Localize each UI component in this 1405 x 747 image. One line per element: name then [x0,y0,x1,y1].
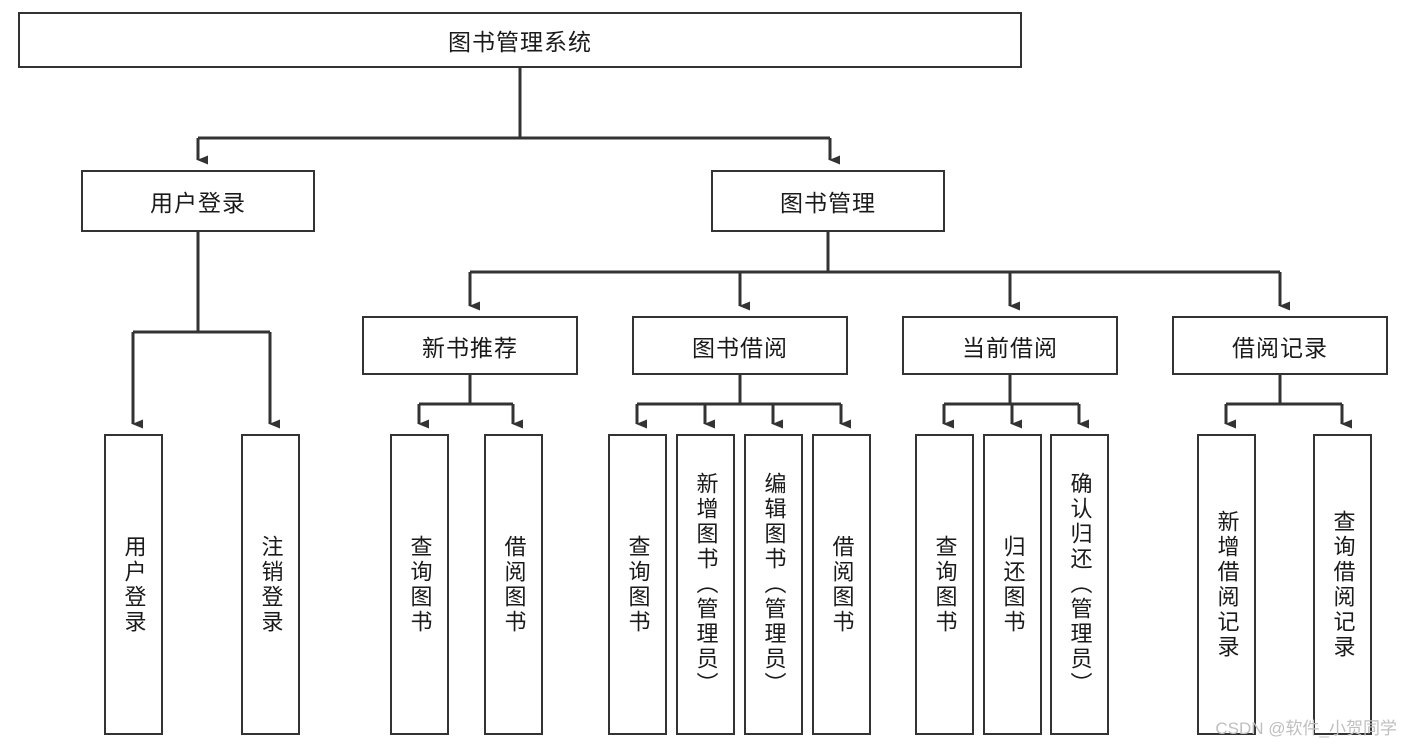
node-borrow-record-label: 借阅记录 [1232,334,1328,361]
node-book-management[interactable]: 图书管理 [711,170,945,232]
node-leaf-return-book[interactable]: 归还图书 [983,434,1042,735]
node-leaf-borrow-book-recommend[interactable]: 借阅图书 [484,434,543,735]
node-leaf-add-borrow-record-label: 新增借阅记录 [1214,509,1240,660]
node-user-login-label: 用户登录 [150,190,246,216]
node-leaf-add-borrow-record[interactable]: 新增借阅记录 [1197,434,1256,735]
node-book-borrow[interactable]: 图书借阅 [632,316,848,375]
node-current-borrow[interactable]: 当前借阅 [902,316,1118,375]
node-leaf-edit-book-admin-label: 编辑图书（管理员） [761,472,787,697]
node-new-book-recommend-label: 新书推荐 [422,334,518,361]
node-book-management-label: 图书管理 [780,190,876,216]
node-leaf-confirm-return-admin[interactable]: 确认归还（管理员） [1050,434,1109,735]
node-leaf-add-book-admin[interactable]: 新增图书（管理员） [676,434,735,735]
node-leaf-query-book-current[interactable]: 查询图书 [915,434,974,735]
node-current-borrow-label: 当前借阅 [962,334,1058,361]
node-leaf-borrow-book-label: 借阅图书 [829,534,855,635]
node-root-label: 图书管理系统 [448,29,592,55]
node-leaf-query-book-label: 查询图书 [625,534,651,635]
node-leaf-user-logout-label: 注销登录 [258,534,284,635]
node-leaf-query-borrow-record-label: 查询借阅记录 [1330,509,1356,660]
node-leaf-query-book[interactable]: 查询图书 [608,434,667,735]
node-leaf-borrow-book-recommend-label: 借阅图书 [501,534,527,635]
node-leaf-return-book-label: 归还图书 [1000,534,1026,635]
node-leaf-query-book-recommend[interactable]: 查询图书 [390,434,449,735]
node-leaf-confirm-return-admin-label: 确认归还（管理员） [1067,472,1093,697]
node-leaf-user-login[interactable]: 用户登录 [104,434,163,735]
node-leaf-query-book-recommend-label: 查询图书 [407,534,433,635]
node-leaf-borrow-book[interactable]: 借阅图书 [812,434,871,735]
node-leaf-edit-book-admin[interactable]: 编辑图书（管理员） [744,434,803,735]
node-root[interactable]: 图书管理系统 [18,12,1022,68]
watermark: CSDN @软件_小贺同学 [1215,719,1397,738]
node-leaf-add-book-admin-label: 新增图书（管理员） [693,472,719,697]
node-leaf-query-borrow-record[interactable]: 查询借阅记录 [1313,434,1372,735]
node-user-login[interactable]: 用户登录 [81,170,315,232]
node-leaf-query-book-current-label: 查询图书 [932,534,958,635]
node-borrow-record[interactable]: 借阅记录 [1172,316,1388,375]
node-leaf-user-login-label: 用户登录 [121,534,147,635]
node-leaf-user-logout[interactable]: 注销登录 [241,434,300,735]
node-book-borrow-label: 图书借阅 [692,334,788,361]
node-new-book-recommend[interactable]: 新书推荐 [362,316,578,375]
